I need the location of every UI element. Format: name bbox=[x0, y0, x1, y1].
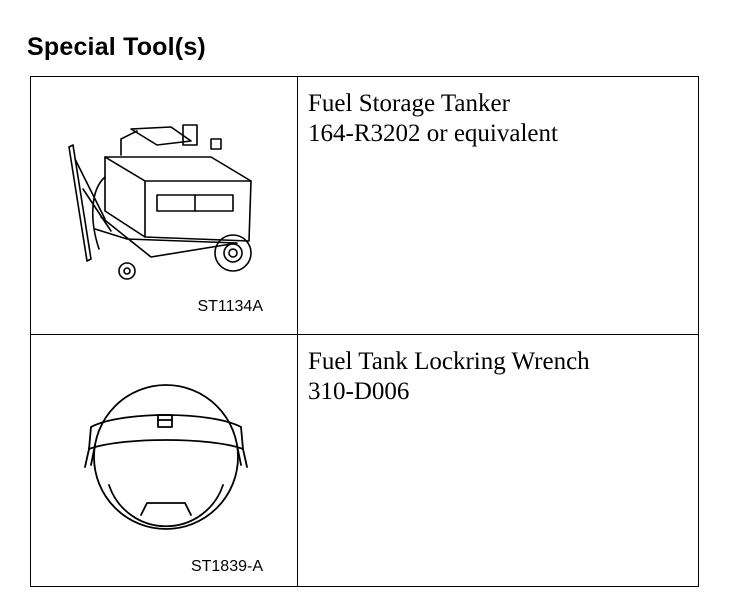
tool-part-number: 164-R3202 or equivalent bbox=[308, 120, 558, 147]
tool-part-number: 310-D006 bbox=[308, 378, 410, 405]
fuel-storage-tanker-icon bbox=[68, 124, 252, 280]
table-row: ST1134A Fuel Storage Tanker 164-R3202 or… bbox=[30, 76, 699, 335]
tool-description-cell: Fuel Tank Lockring Wrench 310-D006 bbox=[297, 334, 699, 587]
special-tools-table: ST1134A Fuel Storage Tanker 164-R3202 or… bbox=[30, 76, 699, 587]
figure-id-label: ST1839-A bbox=[190, 558, 263, 575]
table-row: ST1839-A Fuel Tank Lockring Wrench 310-D… bbox=[30, 334, 699, 587]
tool-description-cell: Fuel Storage Tanker 164-R3202 or equival… bbox=[297, 76, 699, 335]
tool-image-cell: ST1134A bbox=[30, 76, 298, 335]
tool-image-cell: ST1839-A bbox=[30, 334, 298, 587]
figure-id-label: ST1134A bbox=[197, 298, 263, 315]
lockring-wrench-icon bbox=[84, 384, 248, 530]
page-title: Special Tool(s) bbox=[27, 33, 206, 61]
tool-name: Fuel Tank Lockring Wrench bbox=[308, 348, 590, 375]
tool-name: Fuel Storage Tanker bbox=[308, 90, 510, 117]
